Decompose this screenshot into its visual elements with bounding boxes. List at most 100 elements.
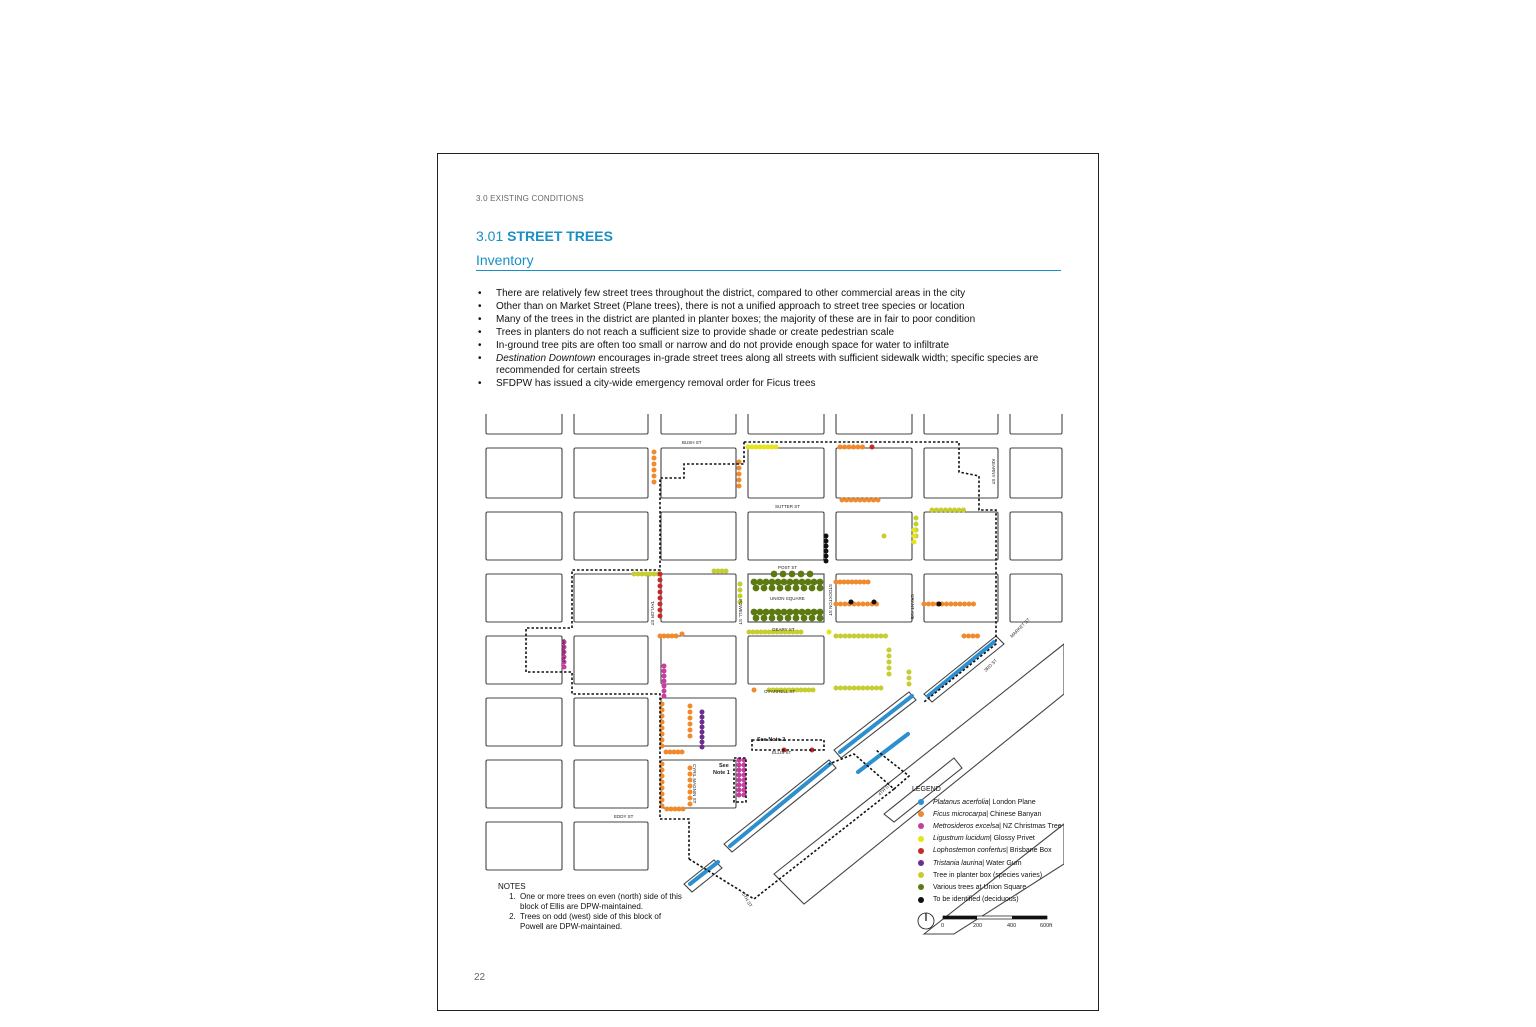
tree-marker-ficus [687,727,693,733]
tree-marker-ficus [971,601,976,607]
tree-marker-planter [869,685,875,691]
tree-marker-union [762,608,770,616]
tree-marker-planter [929,507,935,513]
tree-marker-xmas [736,767,742,773]
tree-marker-unknown [871,599,877,605]
tree-marker-ficus [669,633,675,639]
tree-marker-privet [745,444,751,450]
city-block [835,511,913,561]
tree-marker-xmas [736,772,742,778]
legend-heading: LEGEND [912,786,941,793]
city-block [747,635,825,685]
tree-marker-union [800,614,808,622]
tree-marker-union [810,578,818,586]
street-label-eddy: EDDY ST [614,814,634,819]
tree-marker-planter [906,681,912,687]
tree-marker-planter [938,507,944,513]
tree-marker-ficus [687,715,693,721]
tree-marker-planter [886,659,892,665]
city-block [573,511,649,561]
tree-marker-planter [766,687,772,693]
bullet-item: In-ground tree pits are often too small … [478,340,1063,353]
legend-item: Lophostemon confertus | Brisbane Box [912,845,1092,857]
tree-marker-planter [774,629,780,635]
tree-marker-ficus [679,631,685,637]
tree-marker-unknown [823,548,829,554]
tree-marker-privet [911,533,917,539]
legend-item: Ficus microcarpa | Chinese Banyan [912,808,1092,820]
tree-marker-unknown [823,558,829,564]
tree-marker-unknown [823,538,829,544]
tree-marker-privet [773,444,779,450]
tree-marker-xmas [661,668,667,674]
tree-marker-ficus [837,579,843,585]
legend-item: Ligustrum lucidum | Glossy Privet [912,833,1092,845]
diagonal-block [922,823,1064,935]
page-subtitle: Inventory [476,252,534,268]
tree-marker-planter [833,633,839,639]
city-block [573,697,649,747]
tree-marker-brisbane [809,747,815,753]
tree-marker-planter [774,687,780,693]
tree-marker-gum [699,719,705,725]
tree-marker-ficus [846,444,852,450]
tree-marker-planter [886,653,892,659]
tree-marker-ficus [651,455,657,461]
legend-swatch [918,860,924,867]
tree-marker-union [792,584,800,592]
tree-marker-union [780,608,788,616]
tree-marker-ficus [664,806,670,812]
tree-marker-planter [934,507,939,513]
bullet-item: Other than on Market Street (Plane trees… [478,301,1063,314]
city-block [485,573,563,623]
tree-marker-planter [737,593,743,599]
tree-marker-union [762,578,770,586]
tree-marker-planter [943,507,948,513]
tree-marker-planter [874,685,879,691]
tree-marker-union [752,584,760,592]
tree-marker-brisbane [657,607,663,613]
tree-marker-ficus [842,444,847,450]
tree-marker-brisbane [869,444,875,450]
city-block [660,511,737,561]
tree-marker-ficus [838,601,843,607]
tree-marker-union [792,578,800,586]
boundary-line [751,739,825,751]
tree-marker-planter [647,571,653,577]
scale-label: 200 [973,923,982,929]
tree-marker-privet [911,527,917,533]
city-block [747,511,825,561]
legend-swatch [918,884,924,891]
tree-marker-brisbane [657,583,663,589]
tree-marker-planter [874,633,879,639]
tree-marker-planter [842,685,848,691]
tree-marker-union [776,614,784,622]
tree-marker-xmas [736,787,742,793]
tree-marker-ficus [667,749,673,755]
tree-marker-ficus [736,471,742,477]
boundary-line [744,441,997,703]
legend-common-name: | Water Gum [982,859,1022,867]
tree-marker-union [816,584,824,592]
tree-marker-unknown [848,599,854,605]
tree-marker-planter [906,669,912,675]
tree-marker-ficus [687,795,693,801]
tree-marker-planter [790,629,796,635]
tree-marker-xmas [661,678,667,684]
tree-marker-planter [865,685,870,691]
diagonal-block [883,757,963,823]
tree-marker-xmas [661,683,667,689]
tree-marker-privet [911,539,917,545]
tree-marker-brisbane [657,595,663,601]
legend-species: Lophostemon confertus [933,847,1007,855]
tree-marker-ficus [856,601,861,607]
tree-marker-planter [770,629,776,635]
legend-species: Metrosideros excelsa [933,822,1000,830]
tree-marker-privet [749,444,755,450]
map-legend: LEGEND Platanus acerfolia | London Plane… [912,786,1092,906]
page-title: 3.01 STREET TREES [476,228,613,244]
tree-marker-xmas [661,693,667,699]
map-notes: NOTES One or more trees on even (north) … [498,882,683,932]
tree-marker-planter [913,515,919,521]
plane-tree-line [856,732,910,774]
